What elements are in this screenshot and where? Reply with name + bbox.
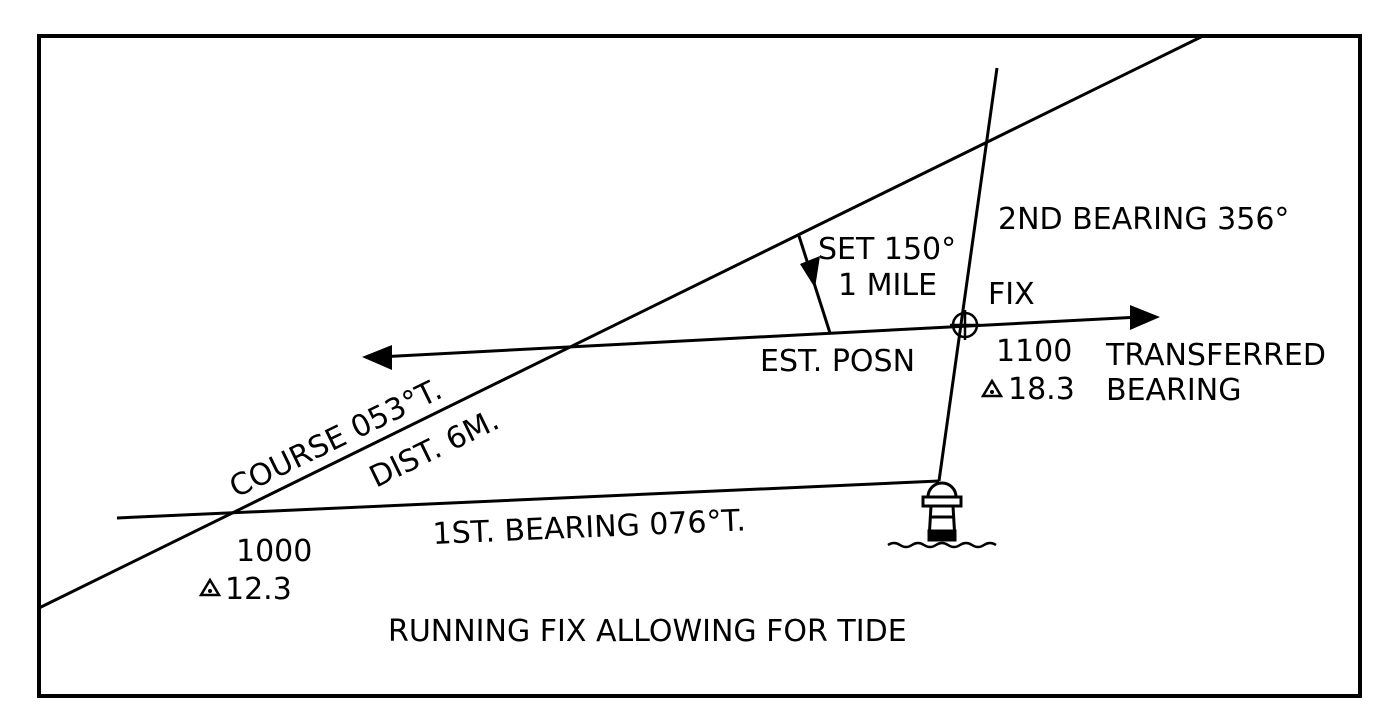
circle-cross-icon: [950, 310, 980, 340]
transferred-label: TRANSFERRED: [1105, 338, 1326, 373]
transferred-bearing-line: [377, 315, 1141, 359]
transferred-bearing-arrow-left: [362, 345, 392, 370]
diagram-frame: [37, 34, 1362, 698]
lighthouse-icon: [887, 481, 997, 549]
second-bearing-label: 2ND BEARING 356°: [998, 202, 1289, 237]
triangle-icon: [198, 577, 222, 597]
transferred-bearing-arrow-right: [1130, 305, 1160, 330]
bearing-label: BEARING: [1106, 373, 1241, 408]
est-posn-label: EST. POSN: [760, 344, 915, 379]
time-1000-label: 1000: [236, 534, 312, 569]
tide-set-arrow: [800, 256, 820, 288]
diagram-caption: RUNNING FIX ALLOWING FOR TIDE: [388, 614, 907, 649]
first-bearing-label: 1ST. BEARING 076°T.: [432, 503, 747, 552]
triangle-icon: [980, 378, 1004, 398]
log-1000-label: 12.3: [225, 572, 292, 607]
first-bearing-line: [116, 479, 940, 520]
log-1100-label: 18.3: [1008, 372, 1075, 407]
set-label: SET 150°: [818, 232, 956, 267]
time-1100-label: 1100: [996, 334, 1072, 369]
fix-label: FIX: [988, 277, 1035, 312]
second-bearing-line: [937, 67, 999, 482]
mile-label: 1 MILE: [838, 268, 937, 303]
